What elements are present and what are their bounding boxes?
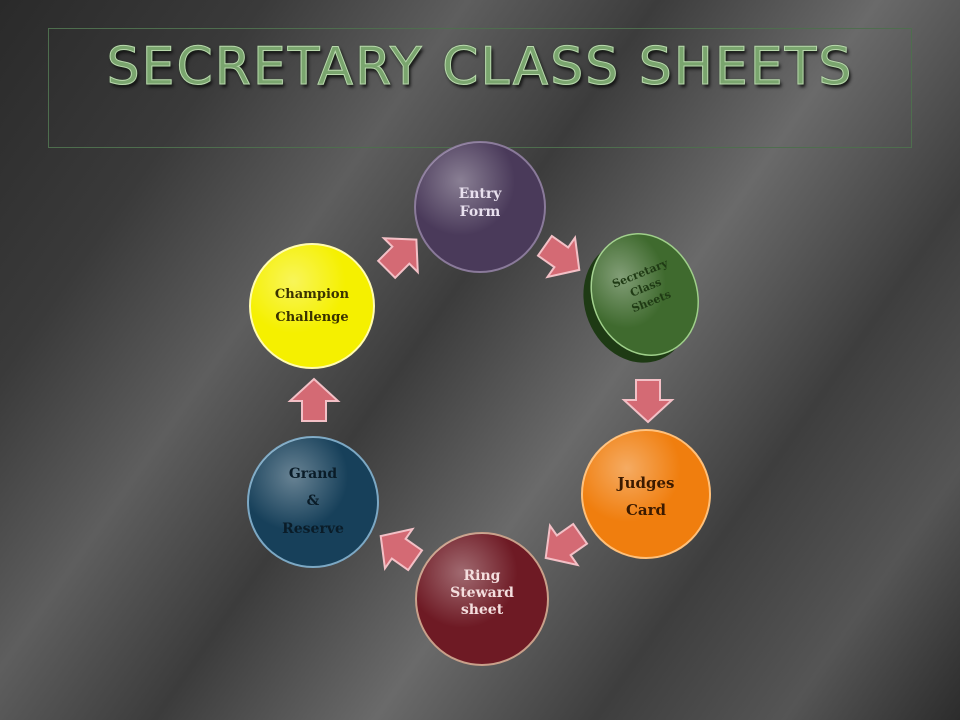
page-title: SECRETARY CLASS SHEETS [106,37,854,98]
node-secretary-class-sheets-disc [583,233,699,363]
arrow-judges-to-ring [544,522,589,567]
node-grand-reserve-label: Grand&Reserve [282,466,344,537]
arrow-champion-to-entry [376,237,419,280]
arrow-grand-to-champion [287,377,341,422]
arrow-secretary-to-judges [621,379,675,424]
arrow-ring-to-grand [379,527,424,572]
arrow-entry-to-secretary [536,234,581,279]
